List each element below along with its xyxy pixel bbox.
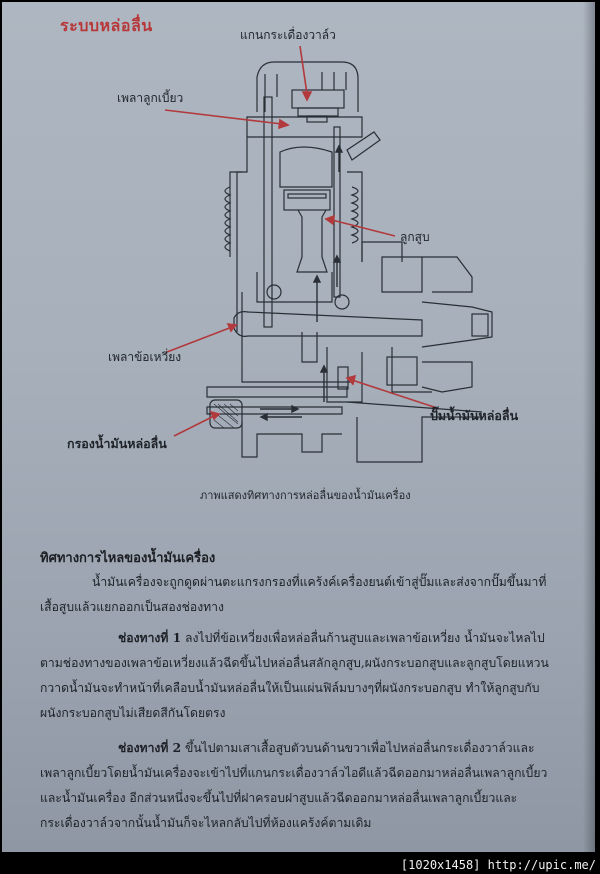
route1-lead: ช่องทางที่ 1 (118, 631, 182, 645)
engine-lubrication-diagram (164, 45, 493, 463)
diagram-caption: ภาพแสดงทิศทางการหล่อลื่นของน้ำมันเครื่อง (200, 489, 411, 502)
route2-lead: ช่องทางที่ 2 (118, 741, 182, 755)
section-heading: ทิศทางการไหลของน้ำมันเครื่อง (40, 551, 216, 566)
route2-paragraph: ช่องทางที่ 2 ขึ้นไปตามเสาเสื้อสูบตัวบนด้… (40, 736, 560, 836)
page-title: ระบบหล่อลื่น (60, 16, 153, 35)
label-rocker-shaft: แกนกระเดื่องวาล์ว (240, 28, 336, 42)
label-oil-filter: กรองน้ำมันหล่อลื่น (67, 436, 167, 451)
route2-text: ขึ้นไปตามเสาเสื้อสูบตัวบนด้านขวาเพื่อไปห… (40, 741, 548, 830)
image-watermark: [1020x1458] http://upic.me/ (400, 858, 596, 872)
route1-paragraph: ช่องทางที่ 1 ลงไปที่ข้อเหวี่ยงเพื่อหล่อล… (40, 626, 560, 726)
intro-text: น้ำมันเครื่องจะถูกดูดผ่านตะแกรงกรองที่แค… (40, 575, 547, 614)
label-piston: ลูกสูบ (400, 230, 430, 244)
label-camshaft: เพลาลูกเบี้ยว (117, 91, 184, 105)
label-oil-pump: ปั๊มน้ำมันหล่อลื่น (430, 408, 519, 423)
page-edge-shadow (583, 2, 595, 852)
intro-paragraph: น้ำมันเครื่องจะถูกดูดผ่านตะแกรงกรองที่แค… (40, 570, 560, 620)
label-crankshaft: เพลาข้อเหวี่ยง (108, 350, 182, 364)
route1-text: ลงไปที่ข้อเหวี่ยงเพื่อหล่อลื่นก้านสูบและ… (40, 631, 549, 720)
document-page: ระบบหล่อลื่น (2, 2, 595, 852)
